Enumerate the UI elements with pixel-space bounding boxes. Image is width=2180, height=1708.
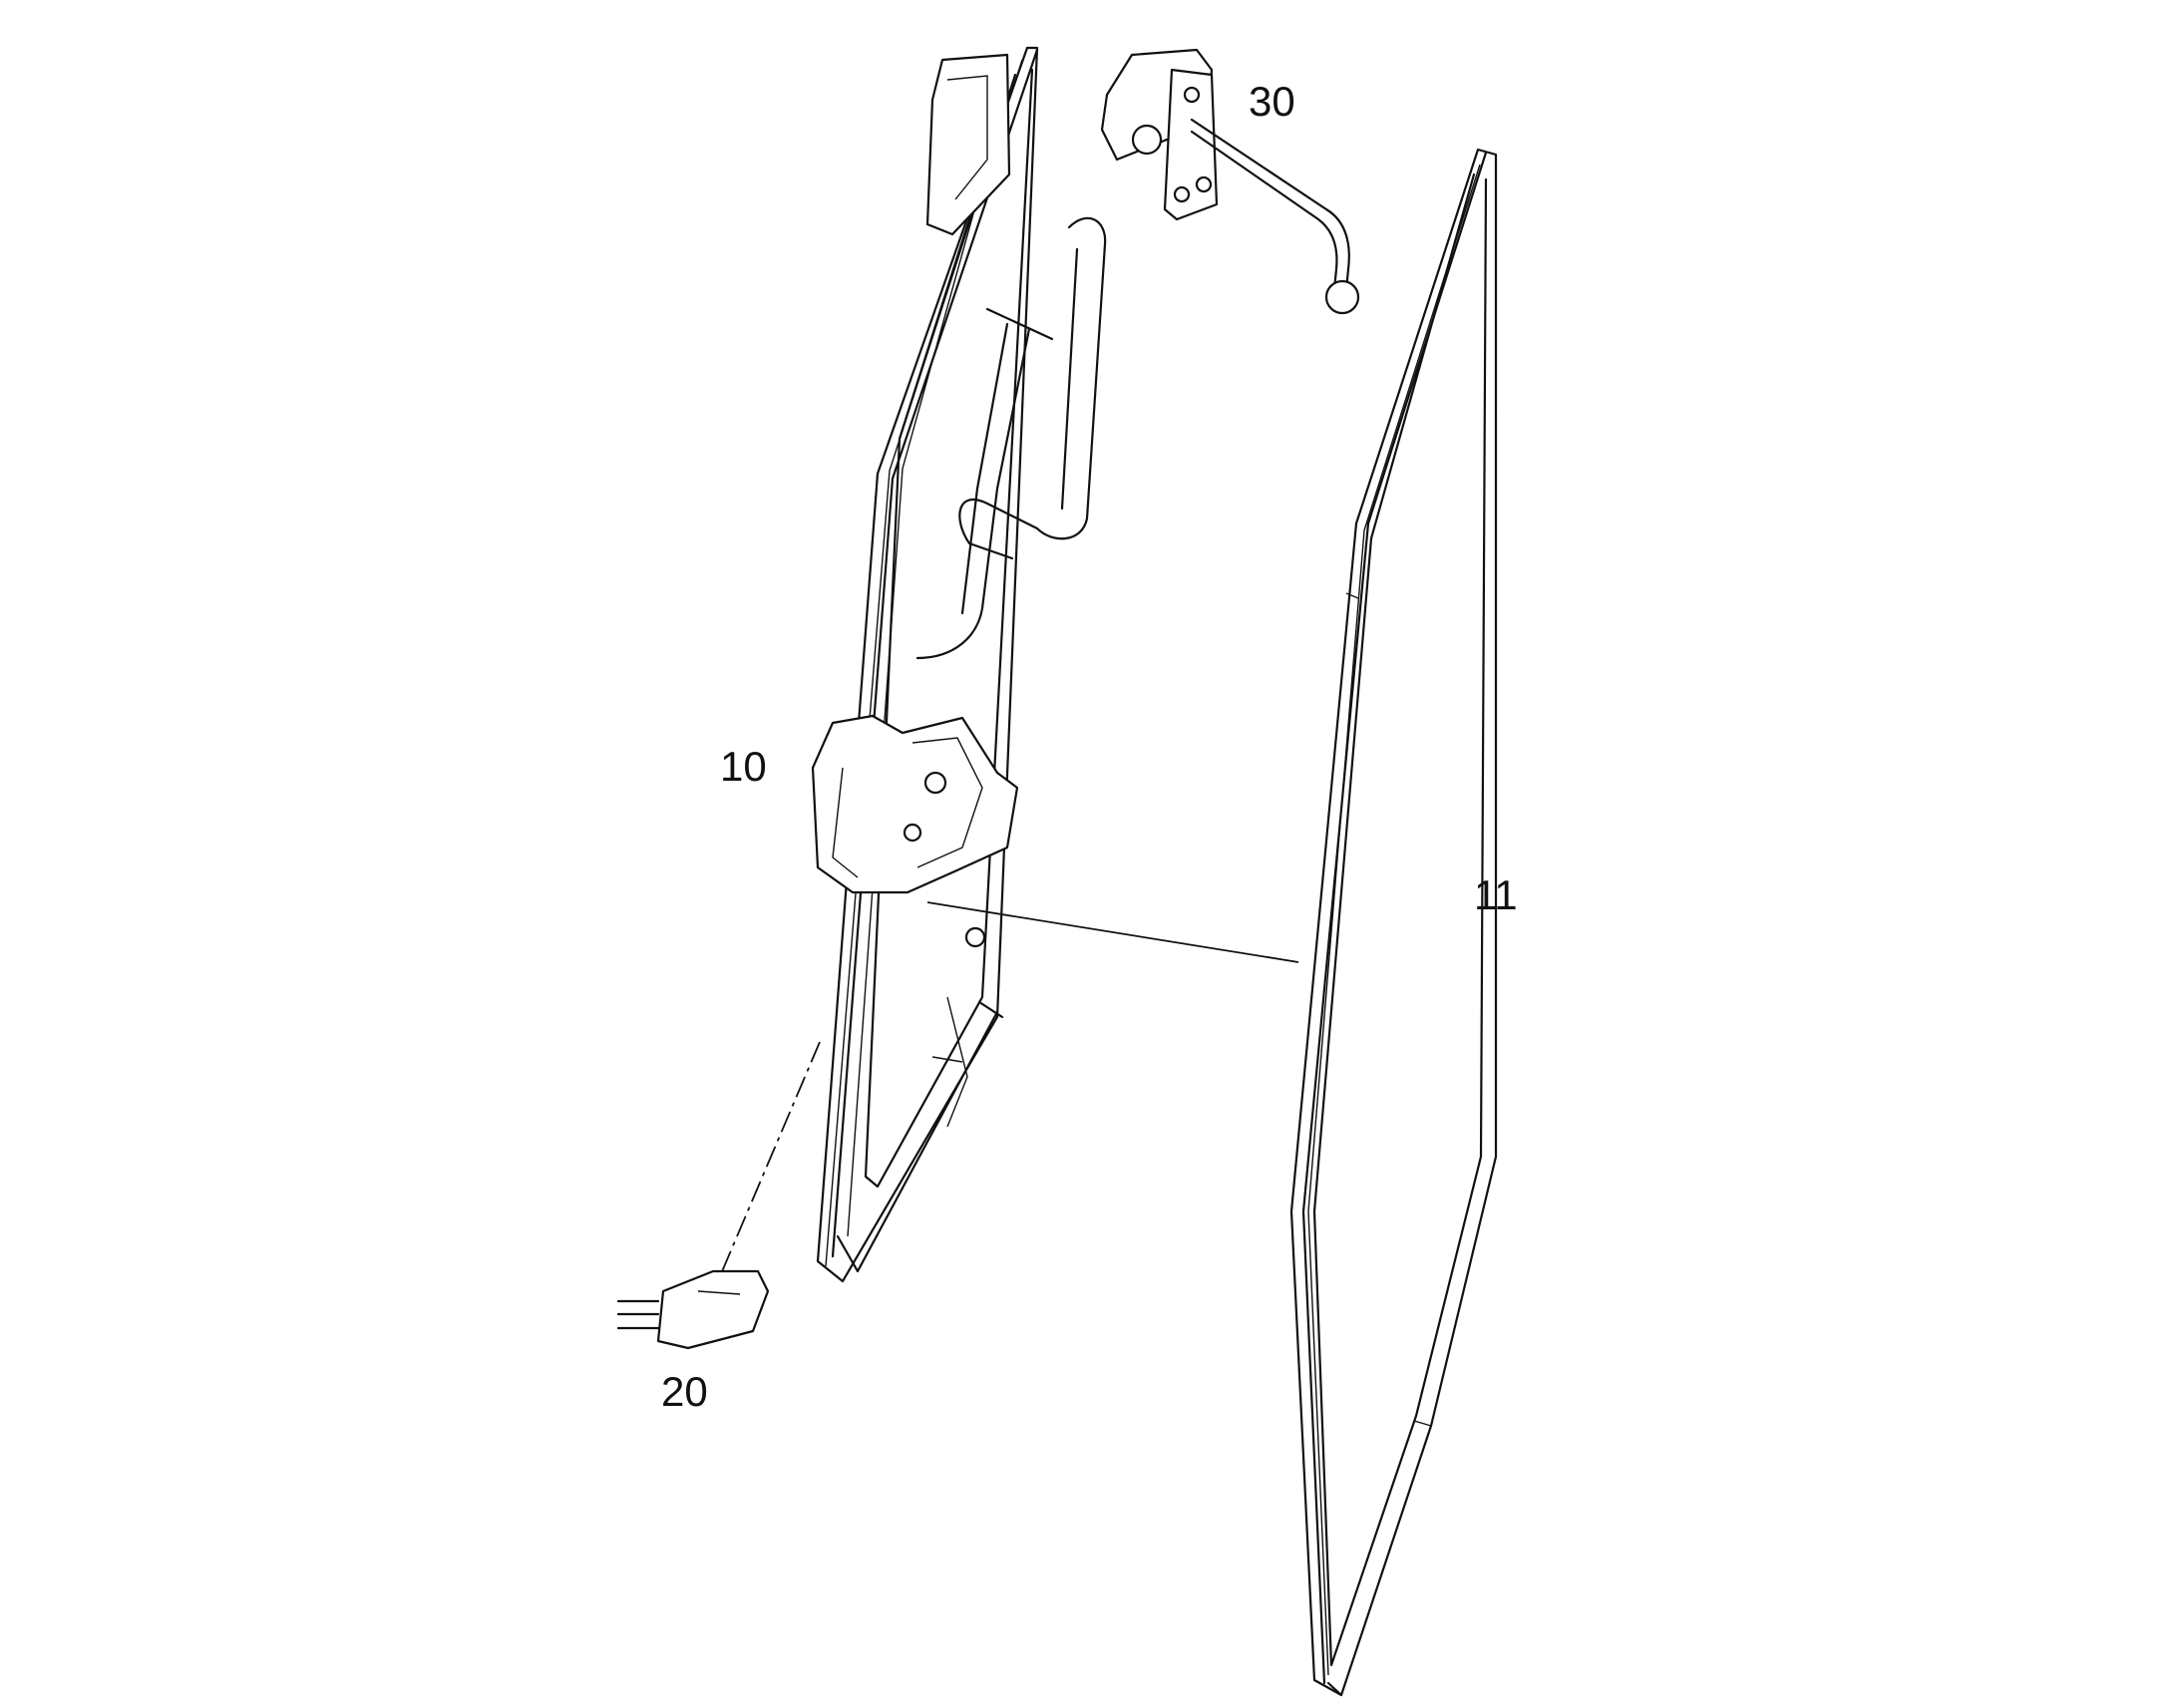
leader-line-20 xyxy=(719,1041,821,1277)
window-seal-part xyxy=(1289,148,1498,1697)
callout-30: 30 xyxy=(1249,78,1295,125)
door-frame-part xyxy=(811,46,1107,1283)
callout-10: 10 xyxy=(720,743,767,790)
callout-11: 11 xyxy=(1474,871,1518,918)
leader-line-11 xyxy=(926,901,1299,963)
hinge-rod-part xyxy=(1100,48,1360,315)
callout-20: 20 xyxy=(661,1368,708,1415)
switch-part xyxy=(616,1269,770,1350)
